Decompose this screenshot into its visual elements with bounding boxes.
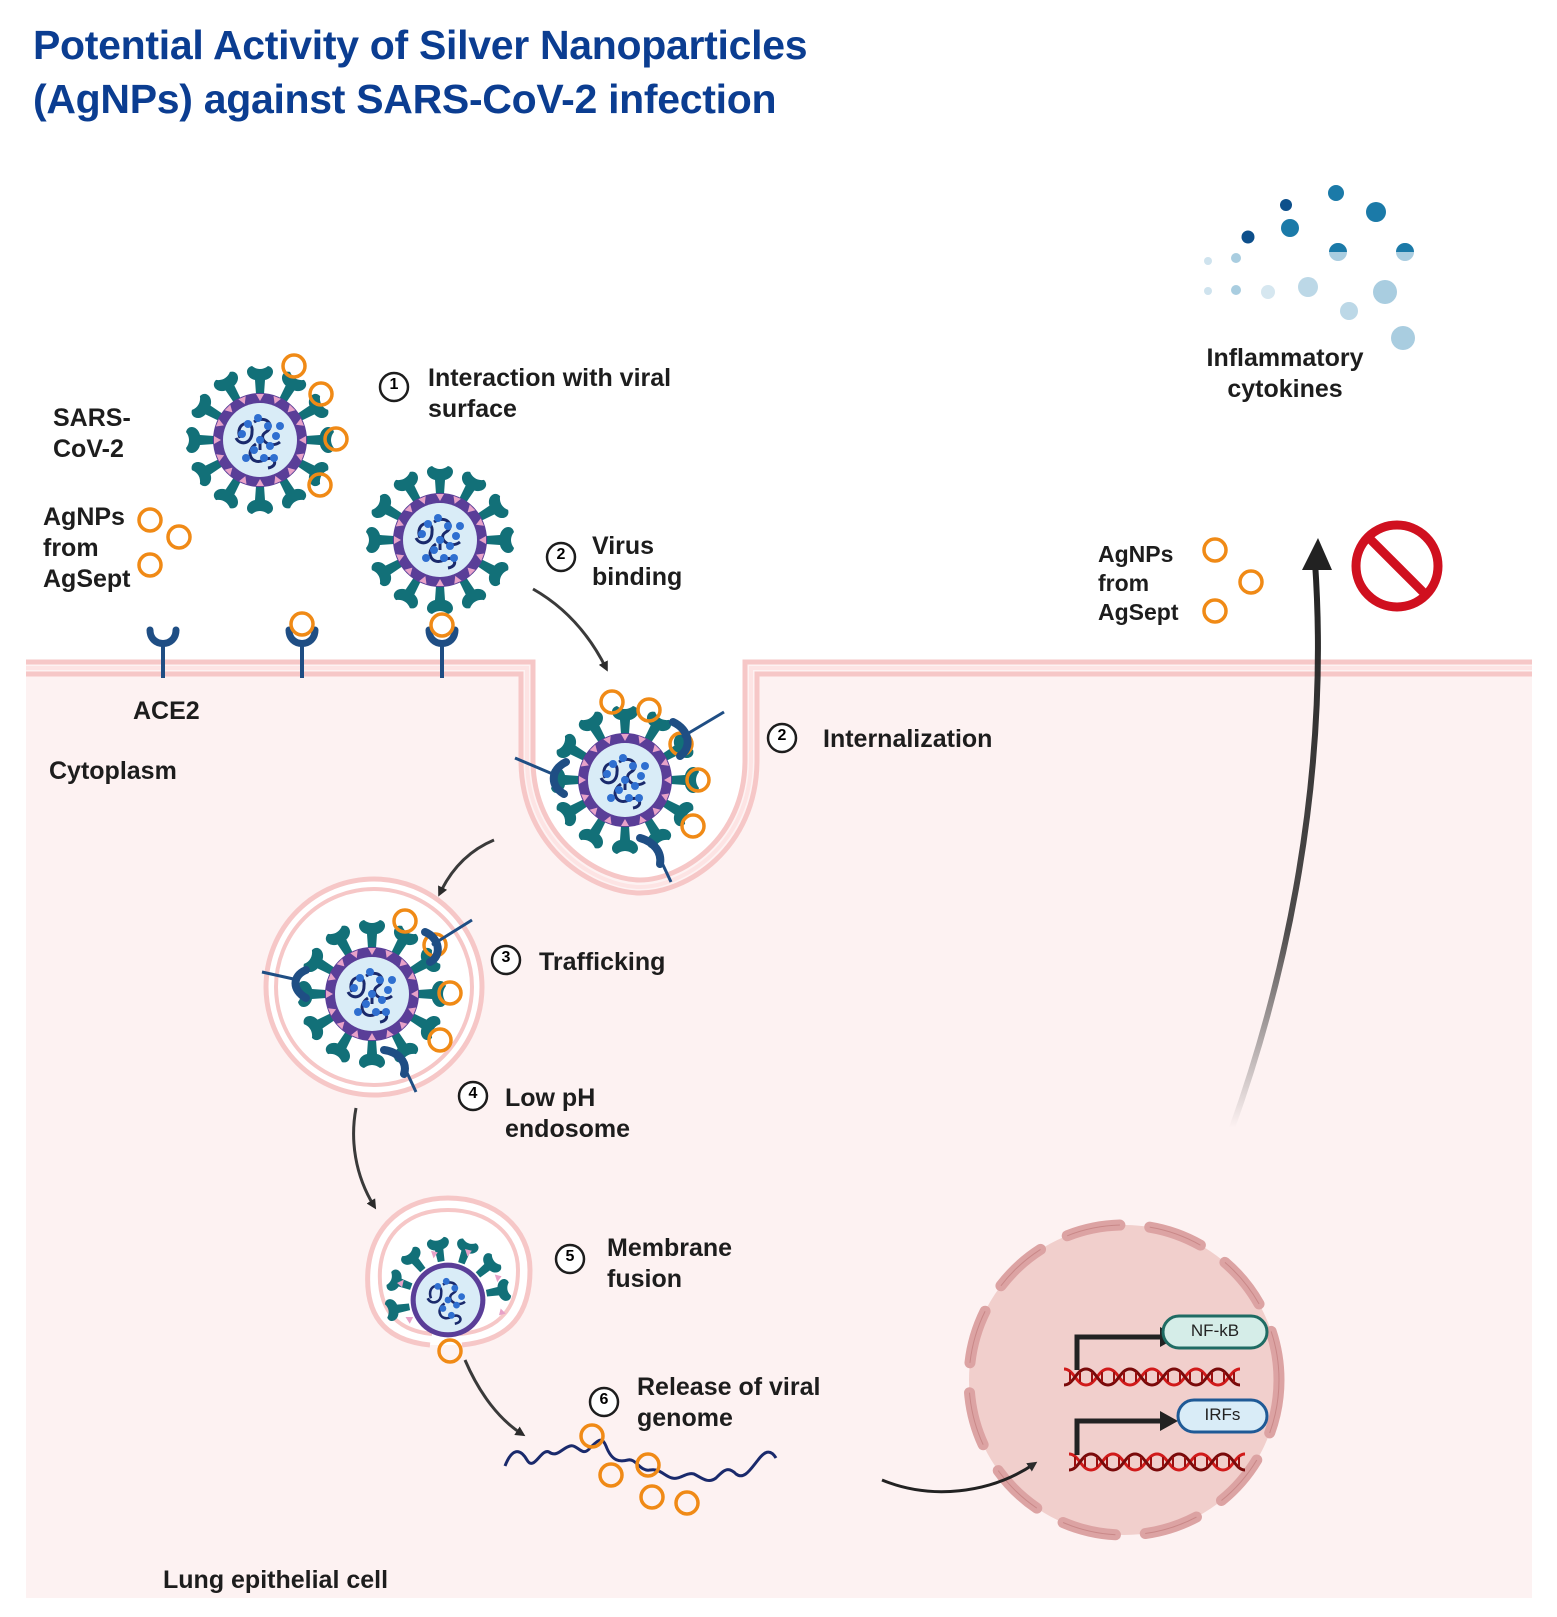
step-number-icon (545, 541, 577, 573)
binding-virion (366, 466, 514, 614)
gene-label-nfkb: NF-kB (1190, 1321, 1240, 1340)
step-number: 1 (389, 376, 399, 393)
cytoplasm-label: Cytoplasm (49, 757, 177, 785)
step-number-icon (378, 371, 410, 403)
viral-genome-rna (503, 1423, 778, 1516)
step-number-icon (554, 1243, 586, 1275)
prohibition-sign-icon (1351, 520, 1443, 612)
cytokine-particles (1204, 185, 1415, 350)
gene-label-irfs: IRFs (1204, 1405, 1241, 1424)
cell-label: Lung epithelial cell (163, 1566, 389, 1594)
process-arrows (352, 587, 1038, 1494)
step-number: 3 (501, 949, 511, 966)
step-label-trafficking: Trafficking (539, 948, 666, 976)
step-number: 2 (556, 546, 566, 563)
step-number: 5 (565, 1248, 575, 1265)
nucleus (963, 1219, 1285, 1541)
step-number-icon (588, 1386, 620, 1418)
step-number-icon (766, 722, 798, 754)
diagram-title: Potential Activity of Silver Nanoparticl… (33, 22, 808, 122)
step-number: 6 (599, 1391, 609, 1408)
step-number: 4 (468, 1085, 478, 1102)
step-number-icon (457, 1080, 489, 1112)
agnp-particle (1202, 537, 1264, 624)
step-label-internalization: Internalization (823, 725, 993, 753)
step-number-icon (490, 944, 522, 976)
cytokine-release-arrow (1229, 561, 1321, 1130)
step-number: 2 (777, 727, 787, 744)
virus-label: SARS-CoV-2 (53, 404, 131, 463)
ace2-label: ACE2 (133, 697, 200, 725)
